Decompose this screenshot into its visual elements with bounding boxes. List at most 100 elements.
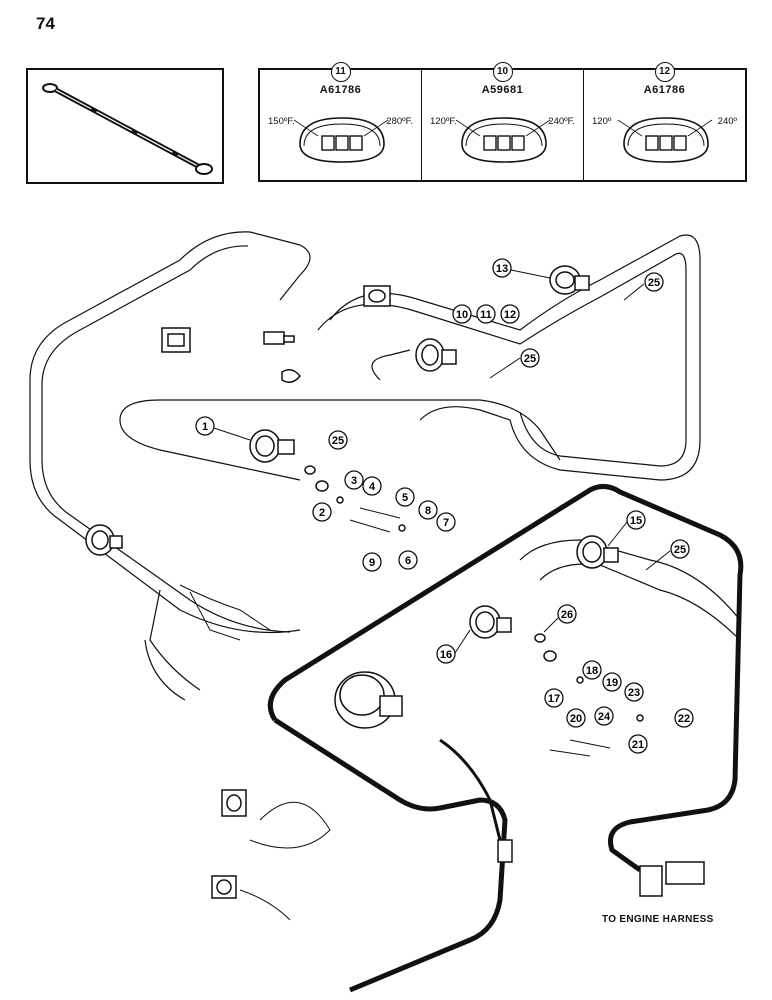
callout-20: 20 xyxy=(566,708,586,728)
bulb-socket-icon xyxy=(534,633,644,722)
svg-text:7: 7 xyxy=(443,517,449,529)
callout-25: 25 xyxy=(328,430,348,450)
gauge-callout-10: 10 xyxy=(492,62,513,82)
callout-21: 21 xyxy=(628,734,648,754)
callout-25: 25 xyxy=(644,272,664,292)
svg-text:3: 3 xyxy=(351,475,357,487)
relay-icon xyxy=(161,327,191,353)
svg-text:15: 15 xyxy=(630,515,642,527)
engine-harness-label: TO ENGINE HARNESS xyxy=(602,914,714,925)
leads xyxy=(179,507,611,921)
tachometer-icon xyxy=(334,671,403,729)
harness-outlines xyxy=(29,231,741,701)
callout-24: 24 xyxy=(594,706,614,726)
svg-text:17: 17 xyxy=(548,693,560,705)
callout-8: 8 xyxy=(418,500,438,520)
svg-text:5: 5 xyxy=(402,492,408,504)
gauge-callout-12: 12 xyxy=(654,62,675,82)
gauge-face-drawing xyxy=(617,117,713,163)
gauge-left-icon xyxy=(85,524,123,556)
svg-text:8: 8 xyxy=(425,505,431,517)
callout-11: 11 xyxy=(476,304,496,324)
svg-text:25: 25 xyxy=(674,544,686,556)
callout-12: 12 xyxy=(500,304,520,324)
callout-22: 22 xyxy=(674,708,694,728)
callout-1: 1 xyxy=(195,416,215,436)
gauge-part-number: A61786 xyxy=(643,84,686,96)
components xyxy=(85,265,705,899)
callout-3: 3 xyxy=(344,470,364,490)
callout-10: 10 xyxy=(452,304,472,324)
svg-text:1: 1 xyxy=(202,421,208,433)
svg-text:10: 10 xyxy=(456,309,468,321)
svg-text:4: 4 xyxy=(369,481,376,493)
callout-19: 19 xyxy=(602,672,622,692)
cable-plug-icon xyxy=(497,839,513,863)
connector-icon xyxy=(263,331,295,345)
callout-4: 4 xyxy=(362,476,382,496)
svg-text:25: 25 xyxy=(648,277,660,289)
gauge-cell-10: 10 A59681 120ºF. 240ºF. xyxy=(422,62,584,180)
callout-2: 2 xyxy=(312,502,332,522)
leader-lines xyxy=(213,269,671,654)
svg-text:21: 21 xyxy=(632,739,644,751)
gauge-cell-11: 11 A61786 150ºF. 280ºF. xyxy=(260,62,422,180)
harness-plug-icon xyxy=(639,861,705,897)
callout-7: 7 xyxy=(436,512,456,532)
callout-15: 15 xyxy=(626,510,646,530)
callout-17: 17 xyxy=(544,688,564,708)
svg-text:13: 13 xyxy=(496,263,508,275)
svg-text:12: 12 xyxy=(504,309,516,321)
callout-23: 23 xyxy=(624,682,644,702)
callout-5: 5 xyxy=(395,487,415,507)
gauge-face-drawing xyxy=(455,117,551,163)
ground-cable-drawing xyxy=(42,83,213,175)
gauge-10-icon xyxy=(415,338,457,372)
socket-icon xyxy=(363,285,391,307)
callout-18: 18 xyxy=(582,660,602,680)
svg-text:16: 16 xyxy=(440,649,452,661)
callout-26: 26 xyxy=(557,604,577,624)
page-number: 74 xyxy=(36,14,55,33)
gauge-face-drawing xyxy=(293,117,389,163)
svg-text:19: 19 xyxy=(606,677,618,689)
callout-9: 9 xyxy=(362,552,382,572)
gauge-low-temp: 150ºF. xyxy=(268,116,295,127)
ignition-switch-icon xyxy=(221,789,247,817)
svg-text:23: 23 xyxy=(628,687,640,699)
callouts: 1 25 3 4 5 2 8 7 9 6 10 11 12 25 13 25 1… xyxy=(195,258,694,754)
svg-text:25: 25 xyxy=(524,353,536,365)
gauge-1-icon xyxy=(249,429,295,463)
svg-text:25: 25 xyxy=(332,435,344,447)
svg-text:24: 24 xyxy=(598,711,611,723)
svg-text:22: 22 xyxy=(678,713,690,725)
gauge-16-icon xyxy=(469,605,512,639)
callout-25: 25 xyxy=(520,348,540,368)
clip-icon xyxy=(281,369,301,383)
gauge-high-temp: 240ºF. xyxy=(548,116,575,127)
start-switch-icon xyxy=(211,875,237,899)
svg-text:18: 18 xyxy=(586,665,598,677)
callout-16: 16 xyxy=(436,644,456,664)
svg-text:2: 2 xyxy=(319,507,325,519)
gauge-callout-11: 11 xyxy=(330,62,351,82)
gauge-15-icon xyxy=(576,535,619,569)
svg-text:9: 9 xyxy=(369,557,375,569)
svg-text:26: 26 xyxy=(561,609,573,621)
callout-13: 13 xyxy=(492,258,512,278)
ground-cable-inset xyxy=(26,68,224,184)
callout-6: 6 xyxy=(398,550,418,570)
gauge-high-temp: 280ºF. xyxy=(386,116,413,127)
svg-text:6: 6 xyxy=(405,555,411,567)
callout-25: 25 xyxy=(670,539,690,559)
gauge-high-temp: 240º xyxy=(717,116,737,127)
gauge-low-temp: 120ºF. xyxy=(430,116,457,127)
bulb-socket-icon xyxy=(304,465,406,532)
main-harness-thick xyxy=(267,484,744,993)
gauge-low-temp: 120º xyxy=(592,116,612,127)
gauge-13-icon xyxy=(549,265,590,295)
gauge-part-number: A59681 xyxy=(481,84,524,96)
gauge-part-number: A61786 xyxy=(319,84,362,96)
svg-text:20: 20 xyxy=(570,713,582,725)
